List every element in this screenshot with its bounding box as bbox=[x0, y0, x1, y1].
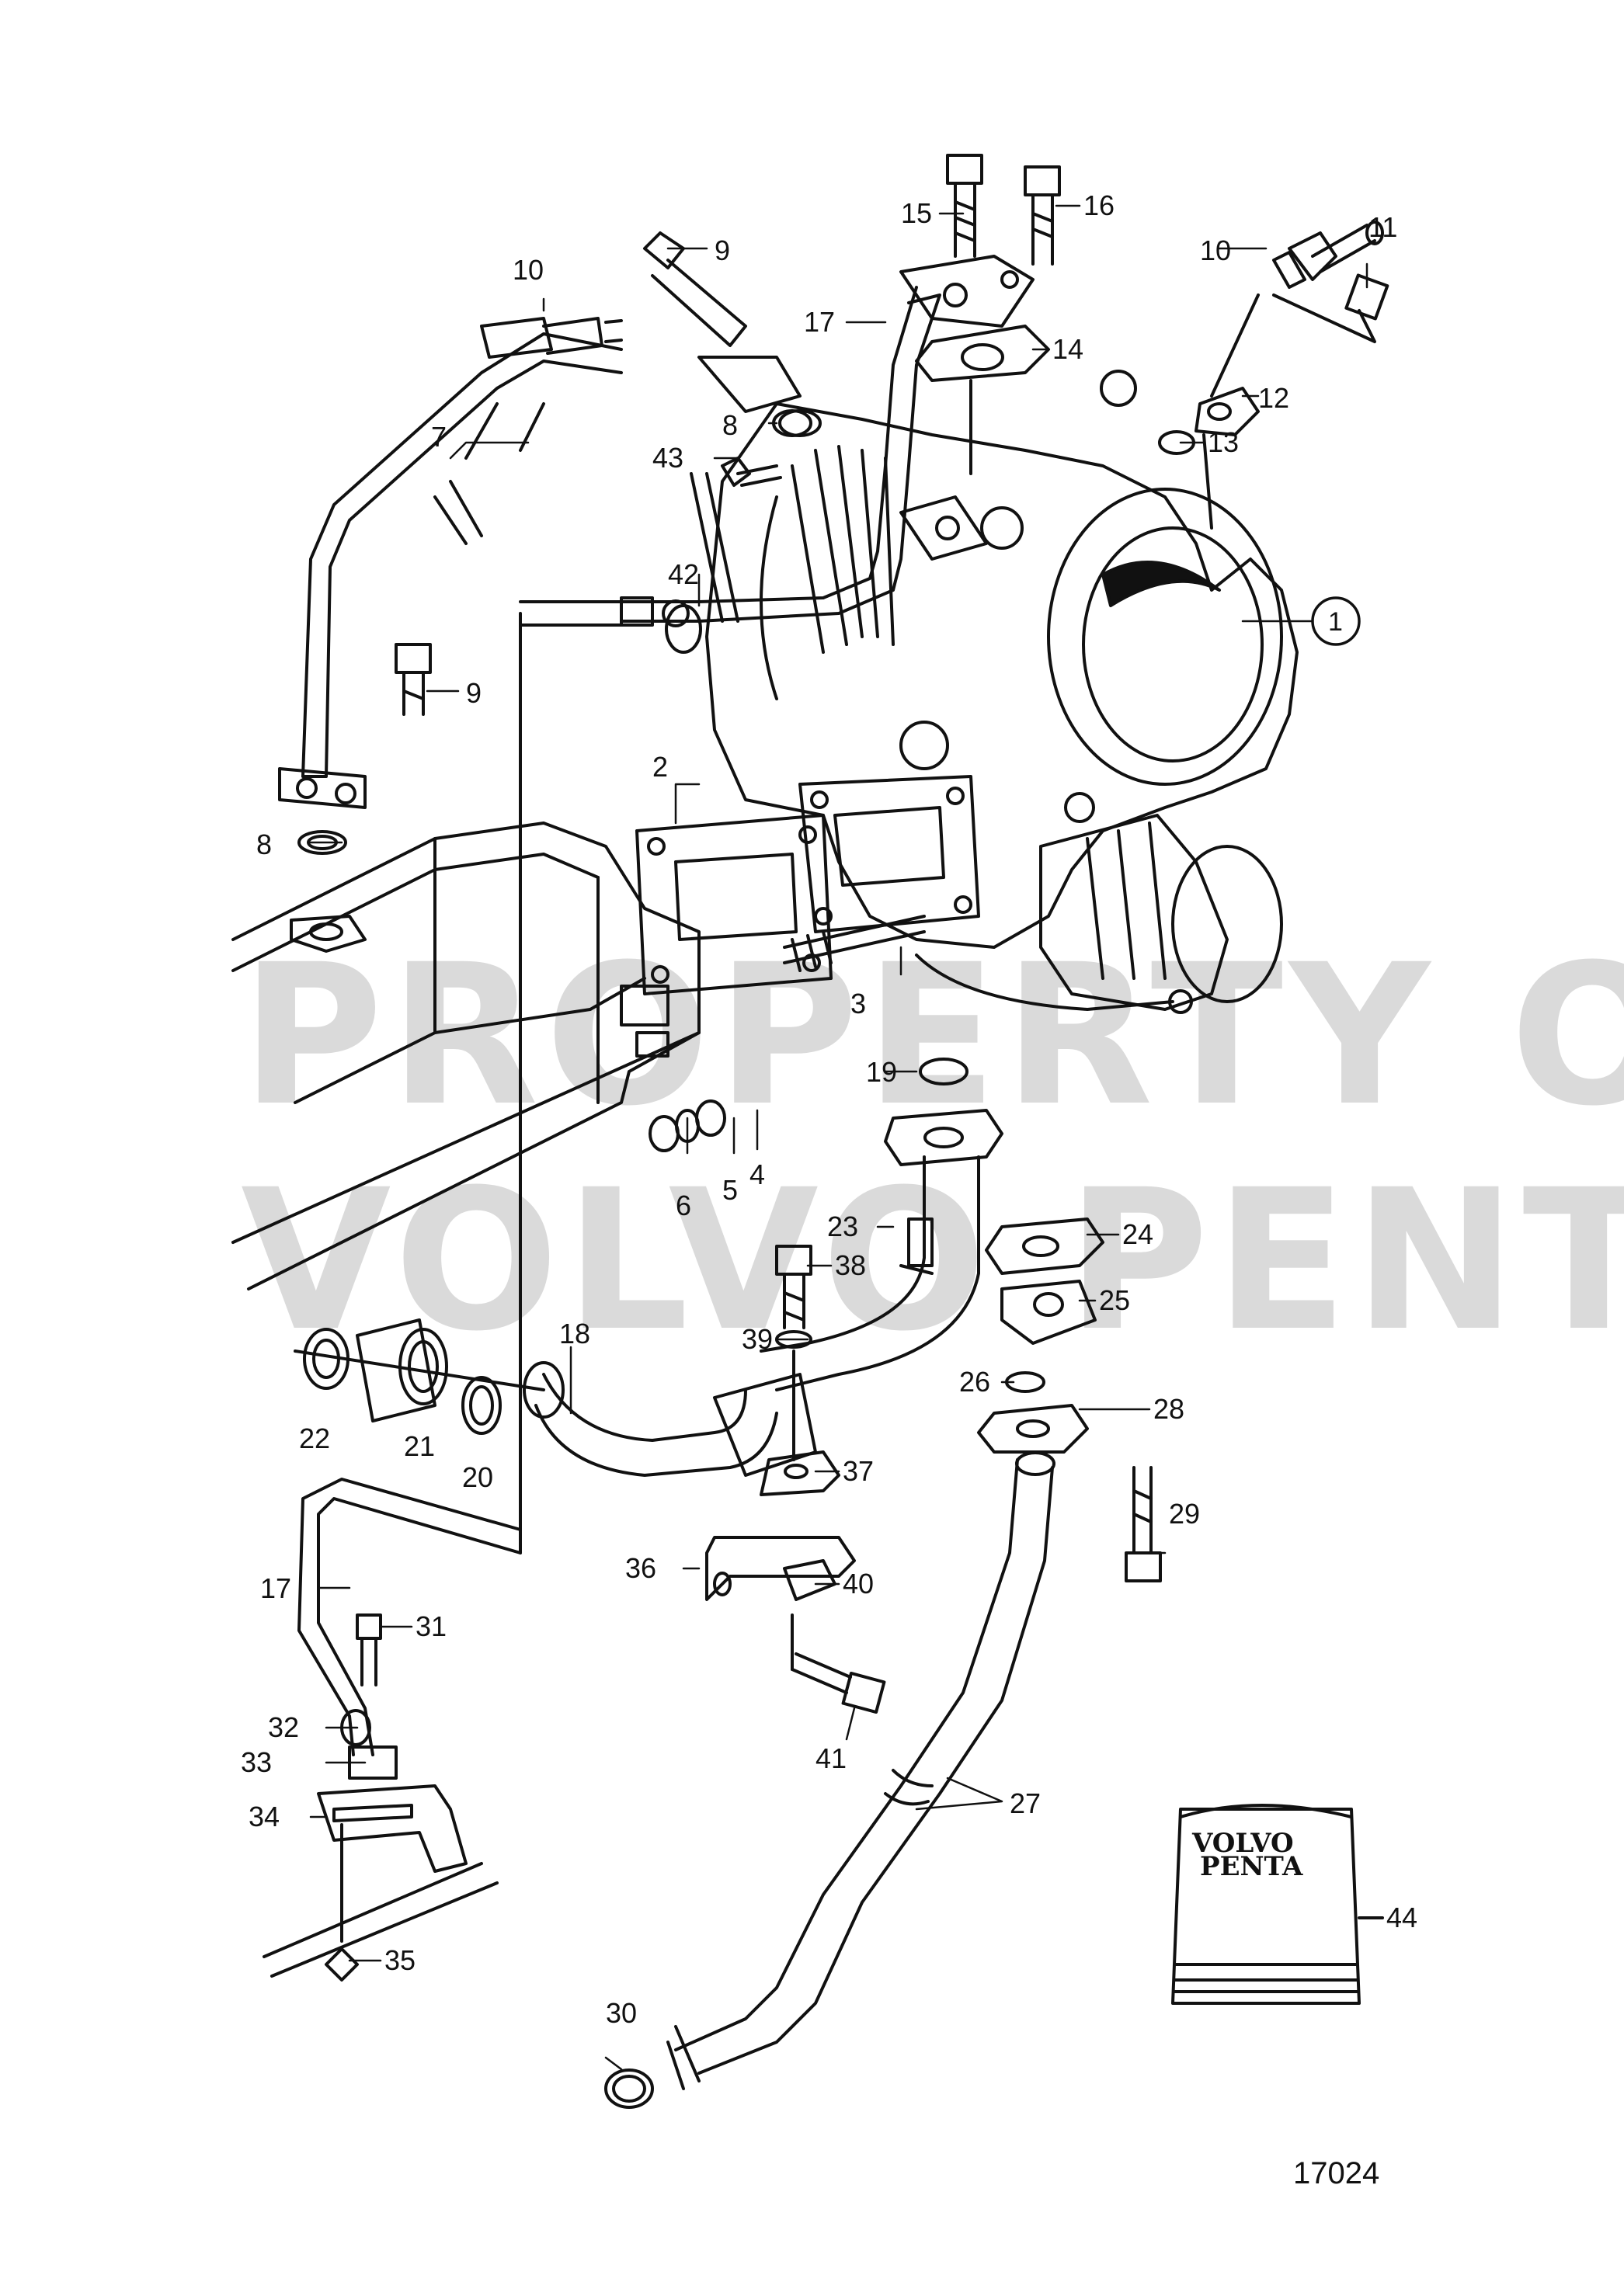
oil-feed-pipe-lower bbox=[263, 1478, 522, 1982]
callout-24: 24 bbox=[1122, 1218, 1153, 1250]
callout-27: 27 bbox=[1010, 1787, 1041, 1819]
callout-40: 40 bbox=[843, 1568, 874, 1600]
callout-11: 11 bbox=[1368, 211, 1397, 243]
callout-10-left: 10 bbox=[513, 254, 544, 286]
callout-32: 32 bbox=[268, 1711, 299, 1743]
callout-18: 18 bbox=[559, 1318, 590, 1349]
oil-return-assembly bbox=[760, 1058, 1104, 1454]
kit-brand: VOLVO PENTA bbox=[1191, 1828, 1303, 1882]
figure-number: 17024 bbox=[1293, 2156, 1379, 2190]
bolt-9-lower bbox=[395, 457, 782, 716]
callout-12: 12 bbox=[1258, 382, 1289, 414]
callout-41: 41 bbox=[815, 1742, 847, 1774]
callout-35: 35 bbox=[384, 1944, 416, 1976]
callout-26: 26 bbox=[959, 1366, 990, 1398]
callout-14: 14 bbox=[1052, 333, 1083, 365]
callout-17-bottom: 17 bbox=[260, 1572, 291, 1604]
engine-block-drawing bbox=[231, 821, 701, 1290]
callout-29: 29 bbox=[1169, 1498, 1200, 1530]
oil-feed-pipe-upper bbox=[519, 255, 1035, 1554]
watermark-line1: PROPERTY OF bbox=[241, 922, 1624, 1148]
callout-16: 16 bbox=[1083, 189, 1115, 221]
callout-34: 34 bbox=[249, 1801, 280, 1832]
callout-6: 6 bbox=[676, 1190, 691, 1221]
callout-1: 1 bbox=[1328, 607, 1343, 637]
callout-17-top: 17 bbox=[804, 306, 835, 338]
turbocharger-drawing bbox=[705, 370, 1299, 1014]
callout-10-right: 10 bbox=[1200, 234, 1231, 266]
callout-8-top: 8 bbox=[722, 409, 738, 441]
callout-42: 42 bbox=[668, 558, 699, 590]
bolt-29 bbox=[1125, 1466, 1162, 1582]
fittings-right bbox=[1158, 221, 1389, 530]
callout-4: 4 bbox=[749, 1158, 765, 1190]
callout-36: 36 bbox=[625, 1552, 656, 1584]
callout-30: 30 bbox=[606, 1997, 637, 2029]
callout-37: 37 bbox=[843, 1455, 874, 1487]
leader-lines bbox=[309, 204, 1384, 2071]
callout-1-circle bbox=[1311, 596, 1361, 646]
watermark: PROPERTY OF VOLVO PENTA bbox=[241, 922, 1624, 1374]
callout-31: 31 bbox=[416, 1610, 447, 1642]
callout-43: 43 bbox=[652, 442, 683, 474]
callout-23: 23 bbox=[827, 1211, 858, 1242]
callout-labels: 1 2 3 4 5 6 7 8 8 9 9 10 10 11 12 13 14 … bbox=[241, 189, 1417, 2029]
callout-3: 3 bbox=[850, 988, 866, 1019]
kit-brand-line2: PENTA bbox=[1200, 1851, 1303, 1882]
callout-8-left: 8 bbox=[256, 828, 272, 860]
callout-39: 39 bbox=[742, 1323, 773, 1355]
oil-pipe-7 bbox=[278, 332, 623, 809]
callout-9-lower: 9 bbox=[466, 677, 482, 709]
callout-15: 15 bbox=[901, 197, 932, 229]
callout-28: 28 bbox=[1153, 1393, 1184, 1425]
pipe-27 bbox=[604, 1451, 1055, 2109]
callout-33: 33 bbox=[241, 1746, 272, 1778]
callout-7: 7 bbox=[431, 421, 447, 453]
callout-21: 21 bbox=[404, 1430, 435, 1462]
callout-13: 13 bbox=[1208, 426, 1239, 458]
gasket-2 bbox=[635, 814, 833, 995]
bolts-15-16 bbox=[915, 154, 1061, 475]
callout-25: 25 bbox=[1099, 1284, 1130, 1316]
callout-44: 44 bbox=[1386, 1902, 1417, 1933]
bracket-assembly bbox=[705, 1245, 886, 1714]
callout-22: 22 bbox=[299, 1422, 330, 1454]
callout-20: 20 bbox=[462, 1461, 493, 1493]
washers-8 bbox=[290, 409, 812, 953]
kit-brand-line1: VOLVO bbox=[1191, 1828, 1294, 1859]
callout-19: 19 bbox=[866, 1056, 897, 1088]
callout-2: 2 bbox=[652, 751, 668, 783]
callout-9-top: 9 bbox=[715, 234, 730, 266]
callout-5: 5 bbox=[722, 1174, 738, 1206]
callout-38: 38 bbox=[835, 1249, 866, 1281]
